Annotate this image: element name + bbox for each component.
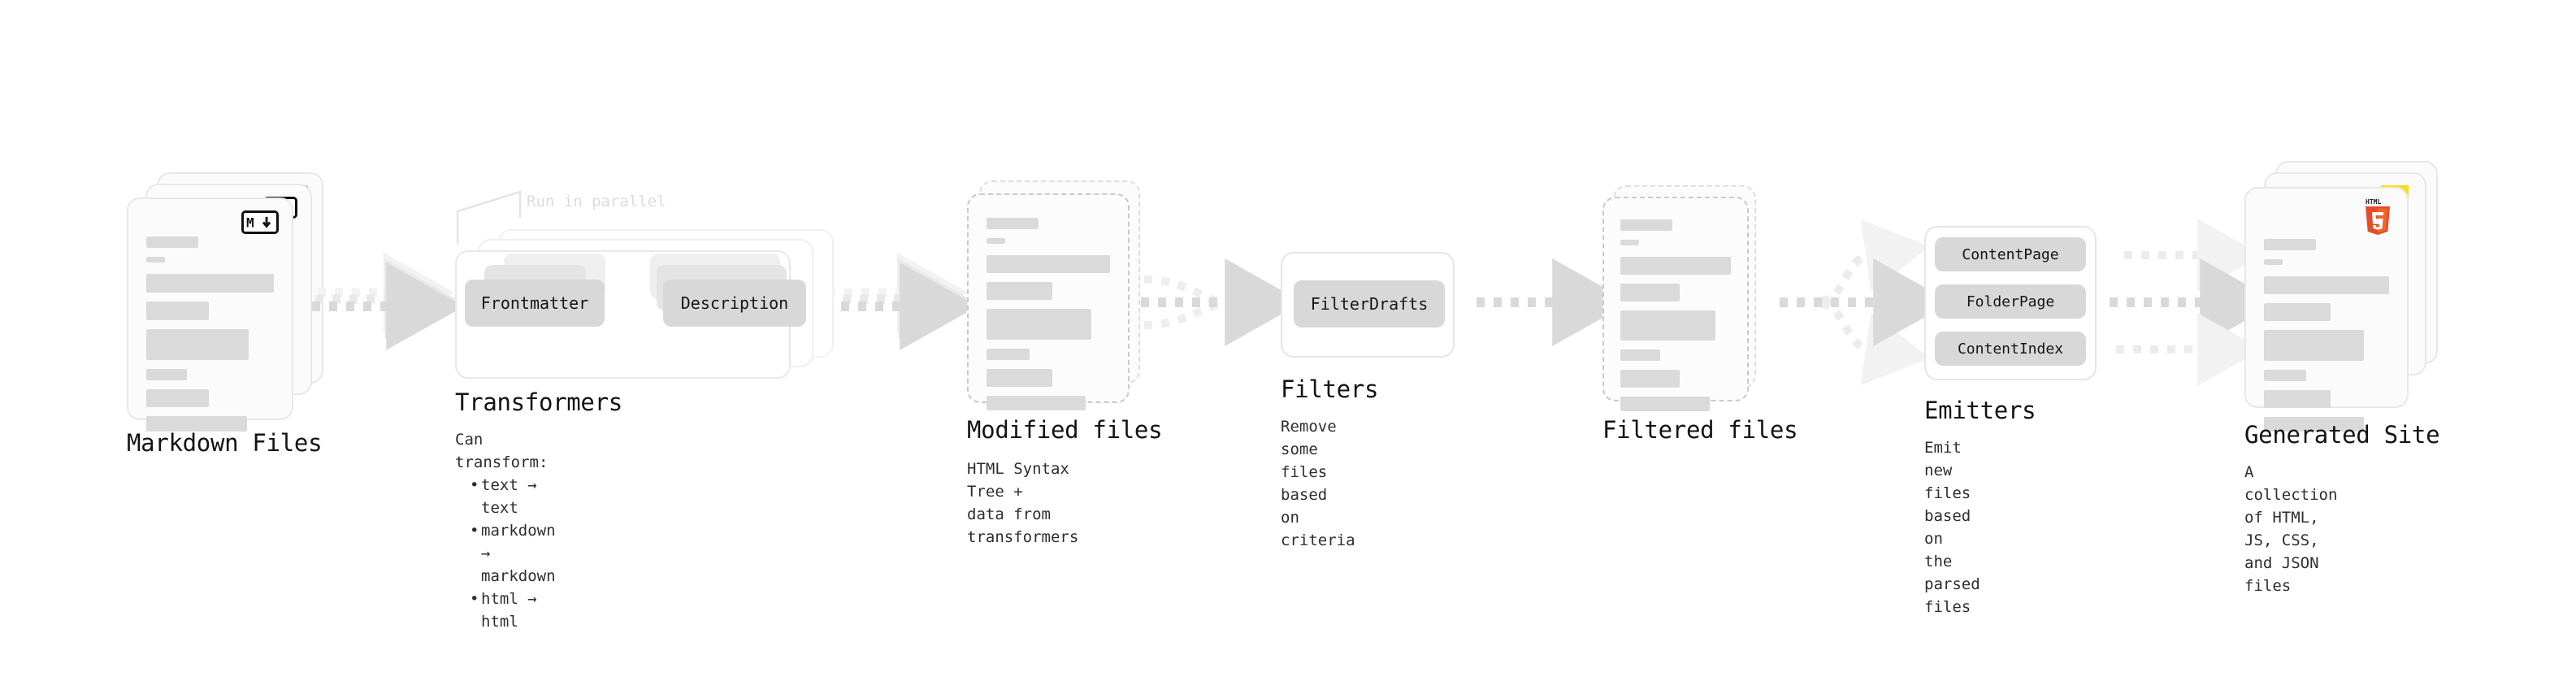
- arrow-transformers-to-modified: [824, 252, 978, 350]
- transformer-chip-frontmatter[interactable]: Frontmatter: [465, 280, 605, 327]
- stage-title-emitters: Emitters: [1924, 397, 2036, 424]
- emitter-chip-contentpage-label: ContentPage: [1962, 245, 2059, 263]
- svg-text:M: M: [246, 215, 254, 230]
- transformer-chip-frontmatter-label: Frontmatter: [480, 293, 589, 313]
- stage-title-filtered-files: Filtered files: [1602, 416, 1798, 444]
- markdown-doc-front: M: [127, 197, 293, 432]
- filtered-doc-front: [1602, 197, 1749, 411]
- run-in-parallel-label: Run in parallel: [527, 193, 666, 210]
- stage-title-generated-site: Generated Site: [2244, 421, 2440, 449]
- doc-placeholder-lines: [146, 236, 274, 440]
- stage-title-filters: Filters: [1281, 375, 1379, 403]
- transformers-capability-item: text → text: [470, 474, 556, 519]
- html5-icon: HTML: [2361, 197, 2394, 239]
- transformer-chip-description-label: Description: [680, 293, 789, 313]
- arrow-emitters-to-site: [2110, 219, 2279, 386]
- transformers-capabilities: Can transform: text → text markdown → ma…: [455, 428, 556, 633]
- arrow-markdown-to-transformers: [312, 252, 465, 350]
- stage-title-markdown-files: Markdown Files: [127, 429, 323, 457]
- stage-desc-filters: Remove some files based on criteria: [1281, 418, 1355, 549]
- emitter-chip-contentindex-label: ContentIndex: [1957, 340, 2064, 358]
- filter-chip-filterdrafts-label: FilterDrafts: [1310, 294, 1429, 314]
- filter-chip-filterdrafts[interactable]: FilterDrafts: [1294, 280, 1445, 327]
- stage-title-modified-files: Modified files: [967, 416, 1163, 444]
- svg-text:HTML: HTML: [2366, 198, 2381, 206]
- modified-doc-front: [967, 193, 1130, 410]
- doc-placeholder-lines: [987, 218, 1110, 419]
- stage-desc-emitters: Emit new files based on the parsed files: [1924, 439, 1980, 616]
- stage-desc-generated-site: A collection of HTML, JS, CSS, and JSON …: [2244, 463, 2338, 595]
- markdown-icon: M: [241, 210, 279, 234]
- transformers-capability-item: markdown → markdown: [470, 519, 556, 588]
- transformer-chip-description[interactable]: Description: [663, 280, 806, 327]
- transformers-capabilities-lead: Can transform:: [455, 431, 549, 471]
- emitter-chip-folderpage[interactable]: FolderPage: [1935, 284, 2086, 319]
- doc-placeholder-lines: [2264, 239, 2389, 440]
- transformers-capability-item: html → html: [470, 588, 556, 633]
- transformers-capability-list: text → text markdown → markdown html → h…: [455, 474, 556, 633]
- arrow-filtered-to-emitters: [1780, 219, 1952, 385]
- emitter-chip-contentindex[interactable]: ContentIndex: [1935, 332, 2086, 366]
- stage-title-transformers: Transformers: [455, 388, 622, 416]
- emitter-chip-contentpage[interactable]: ContentPage: [1935, 237, 2086, 271]
- stage-desc-modified-files: HTML Syntax Tree + data from transformer…: [967, 460, 1079, 546]
- arrow-modified-to-filters: [1141, 258, 1303, 346]
- doc-placeholder-lines: [1620, 219, 1731, 420]
- site-doc-front: HTML: [2244, 187, 2409, 432]
- emitter-chip-folderpage-label: FolderPage: [1966, 293, 2055, 310]
